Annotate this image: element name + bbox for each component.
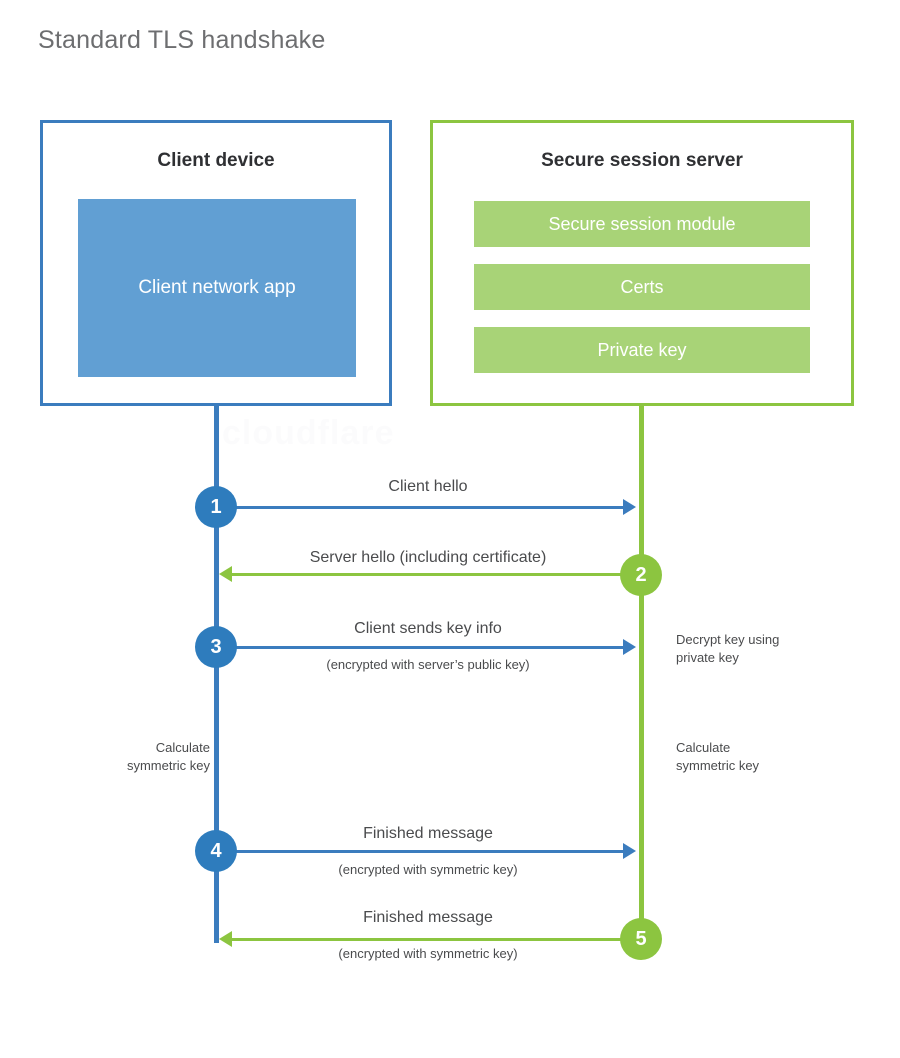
step-2-marker: 2 (620, 554, 662, 596)
server-bar-private-key: Private key (474, 327, 810, 373)
client-device-title: Client device (157, 150, 275, 171)
server-bar-secure-session-module: Secure session module (474, 201, 810, 247)
step-2-arrow-line (232, 573, 640, 576)
annotation-server-calculate-symmetric-key: Calculate symmetric key (676, 740, 760, 773)
secure-session-server-panel: Secure session server Secure session mod… (430, 120, 854, 406)
step-1-marker: 1 (195, 486, 237, 528)
step-3-marker: 3 (195, 626, 237, 668)
step-4-arrow-line (216, 850, 623, 853)
server-bar-certs: Certs (474, 264, 810, 310)
page-title: Standard TLS handshake (38, 26, 326, 54)
step-4-arrow-head-icon (623, 843, 636, 859)
annotation-client-calculate-symmetric-key: Calculate symmetric key (126, 740, 210, 773)
secure-session-server-title: Secure session server (541, 150, 743, 171)
step-2-arrow-head-icon (219, 566, 232, 582)
step-5-arrow-line (232, 938, 640, 941)
client-lifeline (214, 403, 219, 943)
background-watermark: cloudflare (222, 414, 394, 453)
step-3-label: Client sends key info (354, 620, 502, 637)
step-5-arrow-head-icon (219, 931, 232, 947)
step-4-sublabel: (encrypted with symmetric key) (338, 862, 518, 877)
client-network-app-block: Client network app (78, 199, 356, 377)
step-2-label: Server hello (including certificate) (309, 549, 547, 566)
step-1-arrow-line (216, 506, 623, 509)
annotation-server-decrypt-key: Decrypt key using private key (676, 632, 780, 665)
server-lifeline (639, 403, 644, 941)
step-3-sublabel: (encrypted with server’s public key) (326, 657, 530, 672)
step-1-arrow-head-icon (623, 499, 636, 515)
step-5-label: Finished message (363, 909, 493, 926)
client-device-panel: Client device Client network app (40, 120, 392, 406)
step-3-arrow-head-icon (623, 639, 636, 655)
step-5-sublabel: (encrypted with symmetric key) (338, 946, 518, 961)
step-4-marker: 4 (195, 830, 237, 872)
step-4-label: Finished message (363, 825, 493, 842)
step-3-arrow-line (216, 646, 623, 649)
step-1-label: Client hello (388, 478, 468, 495)
step-5-marker: 5 (620, 918, 662, 960)
